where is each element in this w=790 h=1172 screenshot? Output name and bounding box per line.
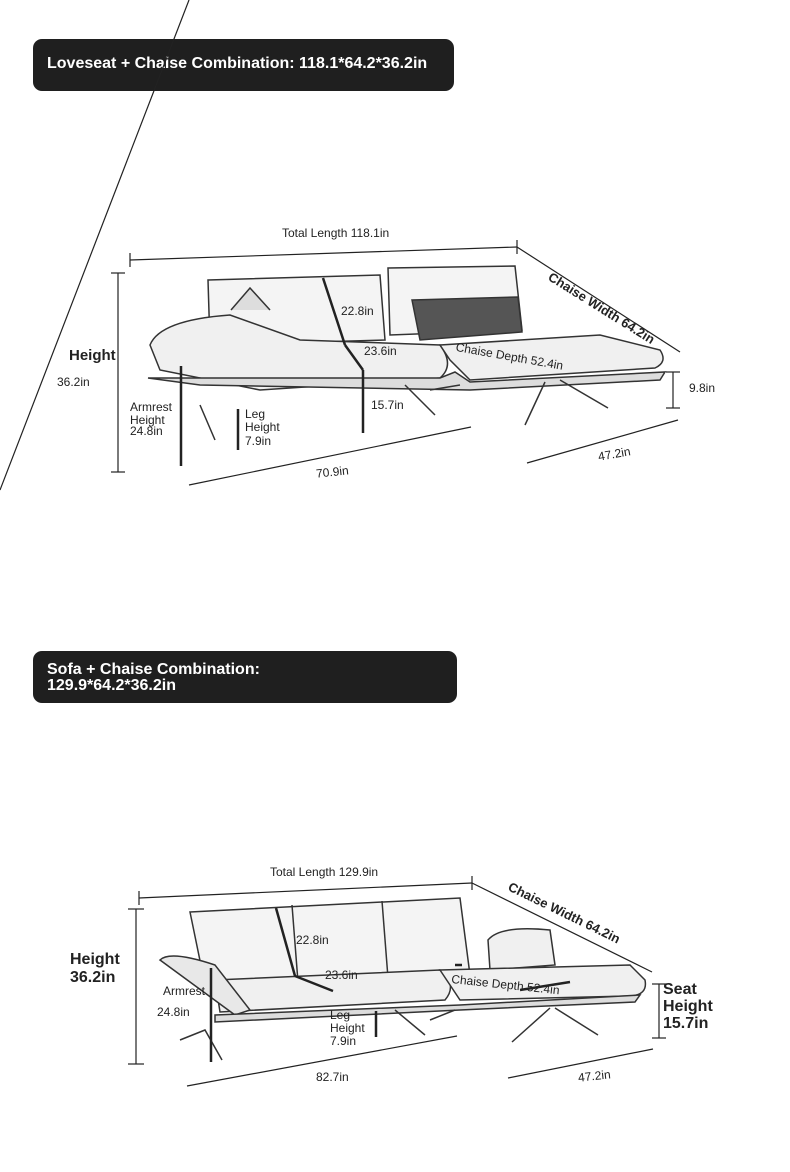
s1-seat-depth: 23.6in <box>364 344 397 358</box>
section2-title-line1: Sofa + Chaise Combination: <box>47 661 260 678</box>
s2-armrest-value: 24.8in <box>157 1005 190 1019</box>
section1-title: Loveseat + Chaise Combination: 118.1*64.… <box>47 55 428 72</box>
s2-sofa-length: 82.7in <box>316 1070 349 1084</box>
s2-armrest-label: Armrest <box>163 984 205 998</box>
s2-seat-height-label: Seat Height <box>663 981 713 1015</box>
s2-total-length: Total Length 129.9in <box>270 865 379 879</box>
s1-height-label: Height <box>69 347 116 364</box>
section2-dimension-lines <box>128 876 666 1087</box>
section2-title-banner: Sofa + Chaise Combination: 129.9*64.2*36… <box>33 651 457 703</box>
s2-leg-value: 7.9in <box>330 1034 357 1048</box>
section1-dimension-lines <box>0 0 681 491</box>
s1-armrest-label: Armrest Height <box>130 400 172 427</box>
s1-seat-height: 15.7in <box>371 398 404 412</box>
s2-height-label: Height <box>70 951 120 968</box>
s1-back-height: 22.8in <box>341 304 374 318</box>
s2-height-value: 36.2in <box>70 969 116 986</box>
section2-title-line2: 129.9*64.2*36.2in <box>47 677 176 694</box>
s2-seat-height-value: 15.7in <box>663 1015 709 1032</box>
s1-total-length: Total Length 118.1in <box>282 226 390 240</box>
s1-chaise-base-height: 9.8in <box>689 381 716 395</box>
s1-armrest-value: 24.8in <box>130 424 163 438</box>
s2-leg-label: Leg Height <box>330 1008 365 1035</box>
section1-title-banner: Loveseat + Chaise Combination: 118.1*64.… <box>33 39 454 91</box>
s2-back-height: 22.8in <box>296 933 329 947</box>
sofa-chaise-sketch <box>158 897 647 1061</box>
s2-seat-depth: 23.6in <box>325 968 358 982</box>
s1-height-value: 36.2in <box>57 375 90 389</box>
s1-leg-label: Leg Height <box>245 407 280 434</box>
loveseat-chaise-sketch <box>147 265 667 441</box>
s1-leg-value: 7.9in <box>245 434 272 448</box>
